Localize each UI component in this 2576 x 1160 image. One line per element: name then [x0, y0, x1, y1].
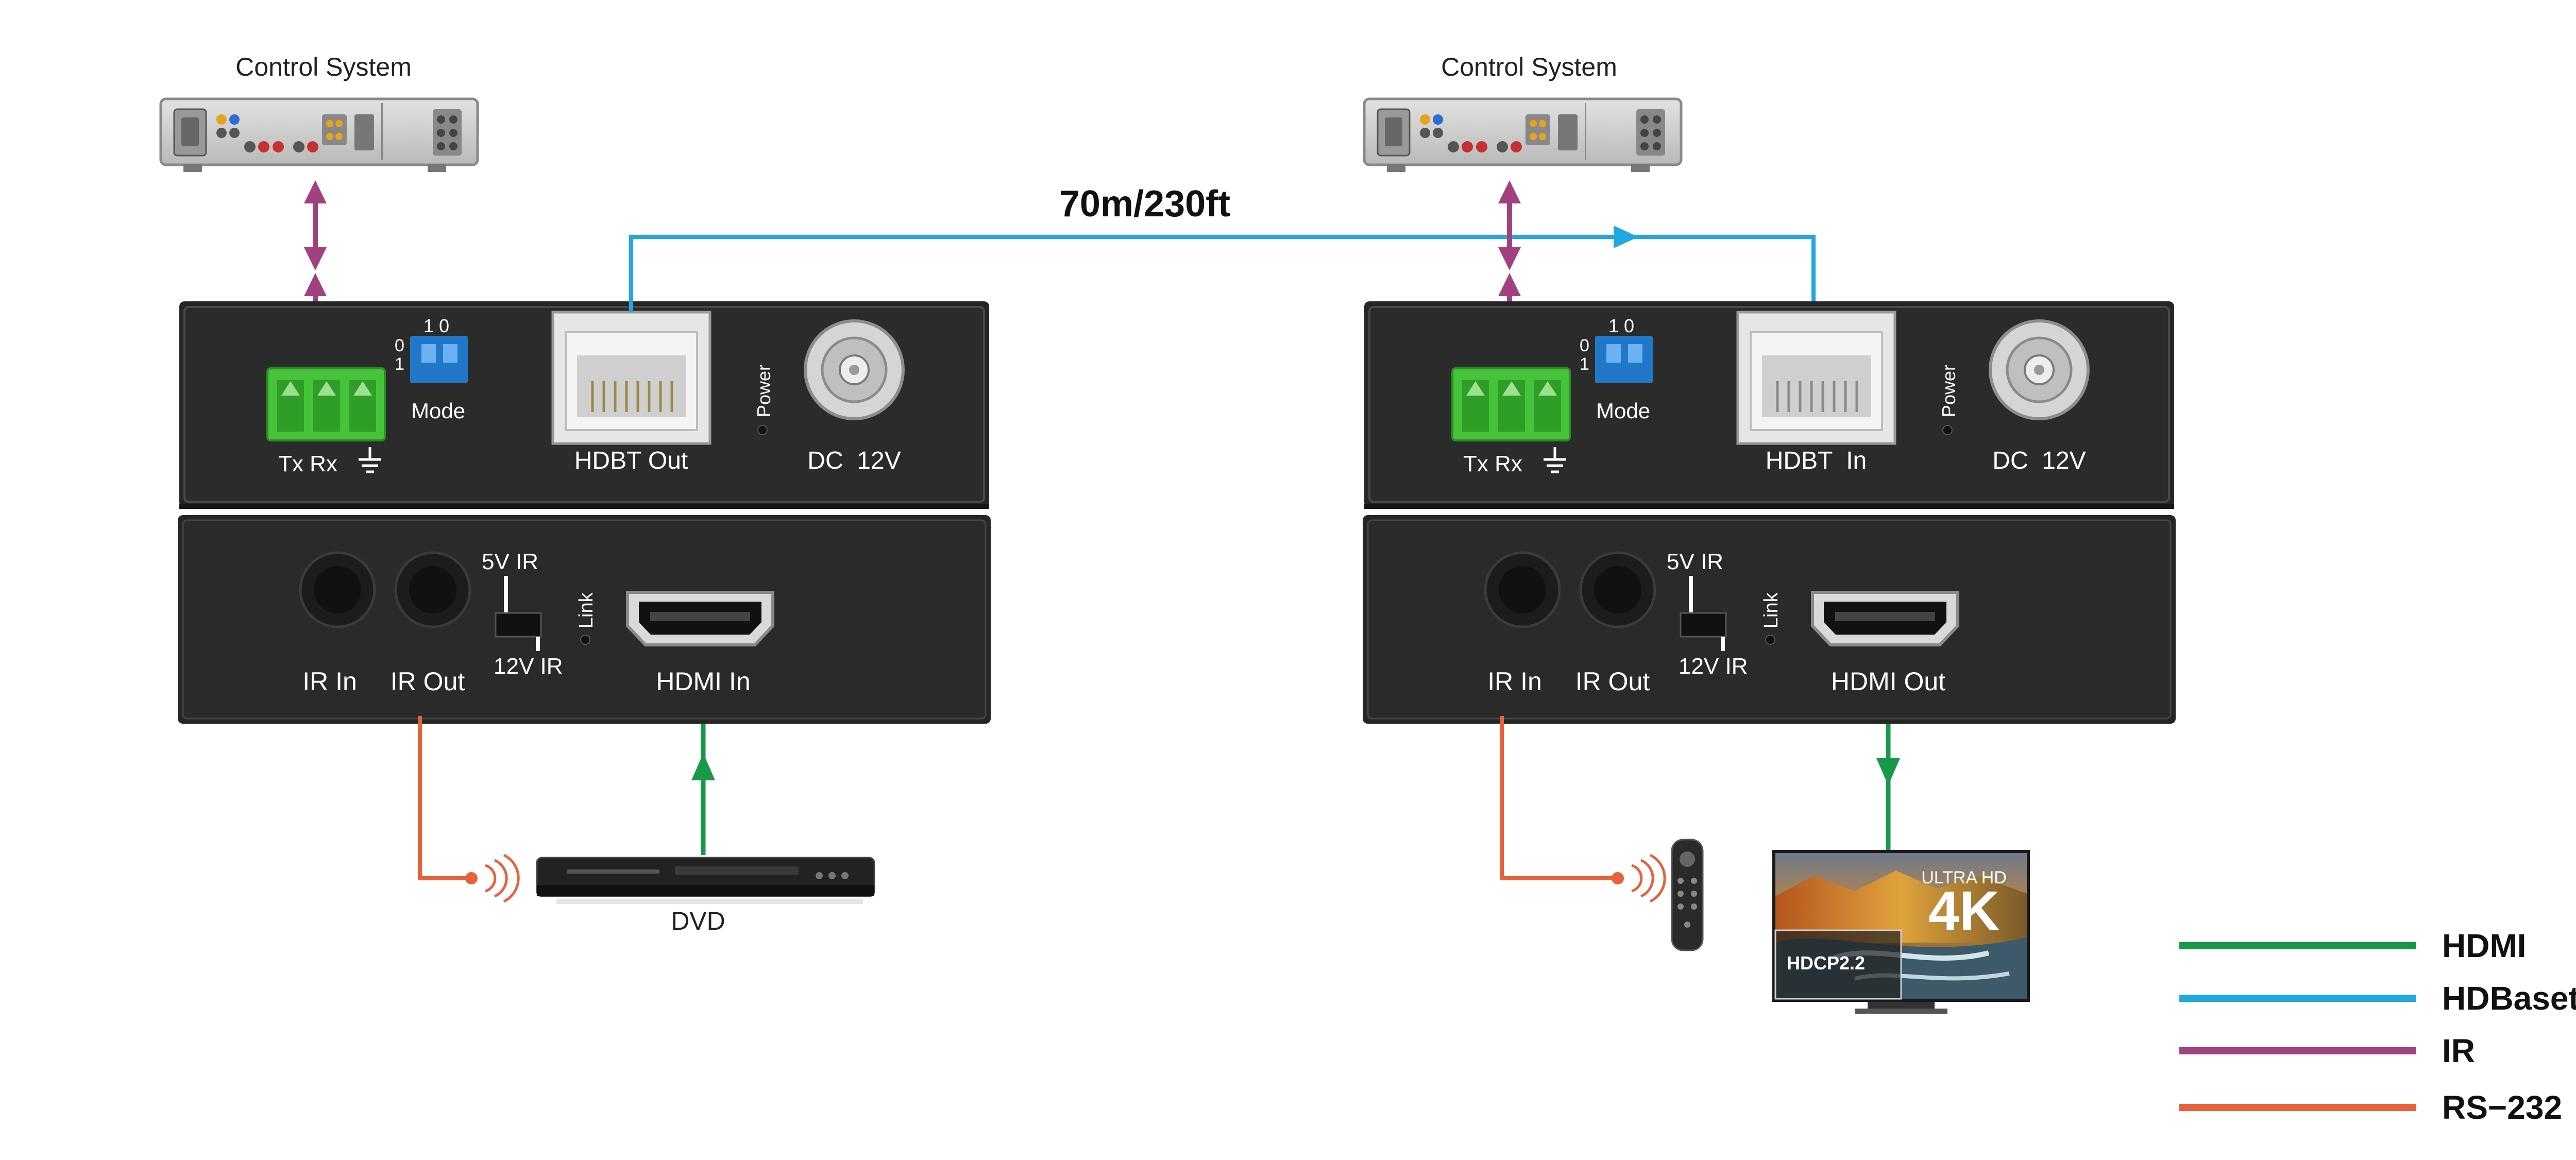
power-label: Power — [753, 365, 774, 417]
hdmi-in-port[interactable] — [626, 591, 774, 646]
legend-label-hdmi: HDMI — [2442, 927, 2527, 964]
dvd-label: DVD — [671, 907, 725, 935]
dc-12v-label: DC 12V — [1992, 447, 2086, 474]
hdmi-in-label: HDMI In — [656, 667, 750, 696]
ir-in-jack[interactable] — [299, 551, 376, 628]
hdmi-out-label: HDMI Out — [1831, 667, 1945, 696]
mode-dip-switch[interactable] — [410, 336, 468, 383]
ir-out-jack[interactable] — [1579, 551, 1656, 628]
mode-dip-switch[interactable] — [1595, 336, 1653, 383]
legend-item-ir: IR — [2179, 1032, 2475, 1069]
hdbaset-link — [629, 226, 1816, 312]
switch-12v-label: 12V IR — [1679, 654, 1748, 679]
serial-terminal-block[interactable] — [1451, 367, 1571, 441]
ir-in-jack[interactable] — [1484, 551, 1561, 628]
hdmi-out-port[interactable] — [1811, 591, 1959, 646]
hdbt-out-label: HDBT Out — [574, 447, 688, 474]
mode-label: Mode — [1596, 399, 1650, 423]
remote-control-icon — [1671, 839, 1704, 951]
dc-12v-jack[interactable] — [1989, 319, 2090, 420]
power-led — [757, 425, 768, 435]
rs232-link-right — [1500, 716, 1666, 903]
hdbt-out-port[interactable] — [551, 311, 711, 445]
tv-4k-badge: 4K — [1928, 879, 1999, 942]
control-system-label: Control System — [235, 53, 412, 81]
ir-out-jack[interactable] — [394, 551, 471, 628]
power-led — [1942, 425, 1953, 435]
ground-icon — [1544, 447, 1566, 473]
terminal-label: Tx Rx — [278, 451, 337, 476]
legend-item-hdmi: HDMI — [2179, 927, 2527, 964]
control-system-label: Control System — [1441, 53, 1617, 81]
legend-item-rs232: RS−232 — [2179, 1089, 2562, 1126]
legend-label-hdbaset: HDBaset — [2442, 980, 2576, 1017]
serial-terminal-block[interactable] — [266, 367, 386, 441]
control-system-device-right: Control System — [1363, 53, 1683, 172]
ir-out-label: IR Out — [391, 667, 465, 696]
mode-label: Mode — [411, 399, 465, 423]
dc-12v-jack[interactable] — [804, 319, 905, 420]
transmitter-unit: Control System — [159, 53, 991, 935]
ir-out-label: IR Out — [1575, 667, 1650, 696]
dip-side-label-1: 1 — [395, 354, 404, 374]
hdmi-link-left — [691, 724, 715, 855]
ir-voltage-switch[interactable] — [495, 576, 542, 651]
legend-label-ir: IR — [2442, 1032, 2475, 1069]
dip-top-label: 1 0 — [1608, 315, 1634, 336]
distance-label: 70m/230ft — [1059, 183, 1230, 225]
legend-label-rs232: RS−232 — [2442, 1089, 2562, 1126]
tv-hdcp-badge: HDCP2.2 — [1787, 952, 1865, 974]
hdmi-link-right — [1876, 724, 1900, 850]
switch-5v-label: 5V IR — [482, 549, 538, 574]
legend-item-hdbaset: HDBaset — [2179, 980, 2576, 1017]
hdbt-in-port[interactable] — [1736, 311, 1896, 445]
ground-icon — [359, 447, 381, 473]
power-label: Power — [1938, 365, 1959, 417]
control-system-device-left: Control System — [159, 53, 479, 172]
link-led — [1765, 635, 1775, 645]
ir-in-label: IR In — [302, 667, 357, 696]
dc-12v-label: DC 12V — [807, 447, 901, 474]
receiver-top-panel: Tx Rx 1 0 0 1 Mode — [1364, 301, 2174, 509]
hdbt-in-label: HDBT In — [1766, 447, 1867, 474]
link-label: Link — [1760, 592, 1782, 628]
ir-in-label: IR In — [1487, 667, 1542, 696]
transmitter-top-panel: Tx Rx 1 0 0 1 Mode — [179, 301, 989, 509]
receiver-bottom-panel: IR In IR Out 5V IR 12V IR Link HDMI Out — [1363, 515, 2176, 724]
tv-ultra-hd-badge: ULTRA HD — [1921, 868, 2007, 888]
terminal-label: Tx Rx — [1463, 451, 1522, 476]
switch-12v-label: 12V IR — [494, 654, 563, 679]
link-label: Link — [575, 592, 597, 628]
dip-side-label-0: 0 — [1580, 336, 1589, 355]
dip-top-label: 1 0 — [423, 315, 449, 336]
rs232-link-left — [418, 716, 520, 903]
link-led — [580, 635, 590, 645]
legend: HDMI HDBaset IR RS−232 — [2179, 927, 2576, 1126]
dip-side-label-0: 0 — [395, 336, 404, 355]
dvd-player — [536, 857, 875, 904]
tv-display — [1772, 850, 2030, 1014]
switch-5v-label: 5V IR — [1667, 549, 1723, 574]
receiver-unit: Control System — [1363, 53, 2176, 1014]
ir-voltage-switch[interactable] — [1680, 576, 1727, 651]
dip-side-label-1: 1 — [1580, 354, 1589, 374]
transmitter-bottom-panel: IR In IR Out 5V IR 12V IR Link HDMI In — [178, 515, 991, 724]
